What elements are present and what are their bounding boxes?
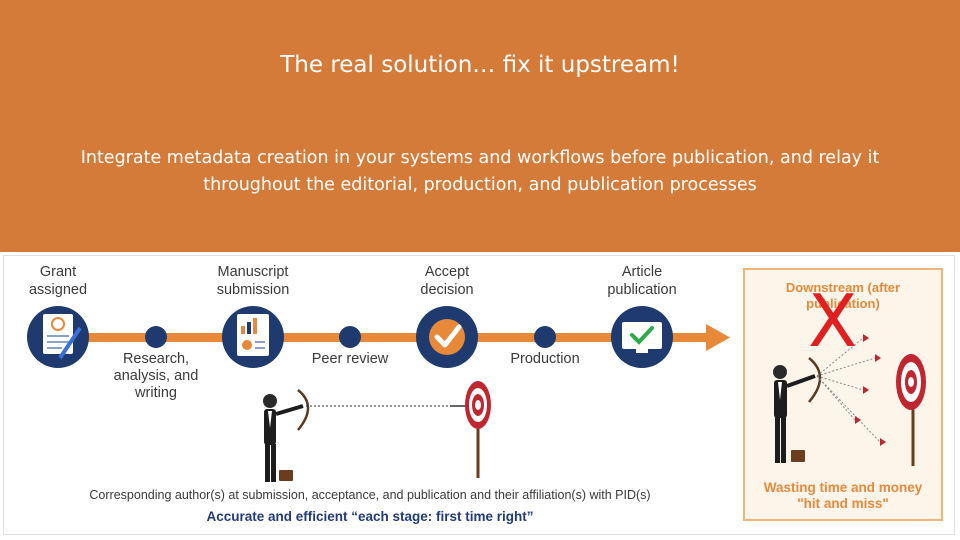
downstream-title: Downstream (after publication) [785,280,901,311]
monitor-check-icon [611,306,673,368]
timeline-bar [55,333,710,342]
step-label-research: Research, analysis, and writing [113,351,199,401]
red-x-mark: X [808,279,858,363]
archer-downstream-illustration [773,334,926,466]
downstream-footer: Wasting time and money "hit and miss" [763,480,923,511]
grant-document-icon [27,306,89,368]
panel-frame [3,255,955,535]
step-label-production: Production [510,351,580,367]
stage-label-accept: Accept decision [420,264,474,298]
step-dot [534,326,556,348]
step-label-peer-review: Peer review [311,351,389,367]
timeline-arrowhead [706,324,730,351]
footnote-first-time-right: Accurate and efficient “each stage: firs… [206,509,534,524]
footnote-authors: Corresponding author(s) at submission, a… [89,488,651,502]
title-banner: The real solution… fix it upstream! Inte… [0,0,960,252]
stage-label-grant: Grant assigned [28,264,88,298]
step-dot [339,326,361,348]
step-dot [145,326,167,348]
target-upstream-icon [465,381,491,478]
checkmark-badge-icon [416,306,478,368]
downstream-box: Downstream (after publication) Wasting t… [743,268,943,521]
manuscript-report-icon [222,306,284,368]
stage-label-publication: Article publication [607,264,677,298]
slide-title: The real solution… fix it upstream! [280,52,680,78]
stage-label-manuscript: Manuscript submission [216,264,290,298]
slide-subtitle: Integrate metadata creation in your syst… [80,148,880,195]
archer-upstream-illustration [263,389,472,482]
